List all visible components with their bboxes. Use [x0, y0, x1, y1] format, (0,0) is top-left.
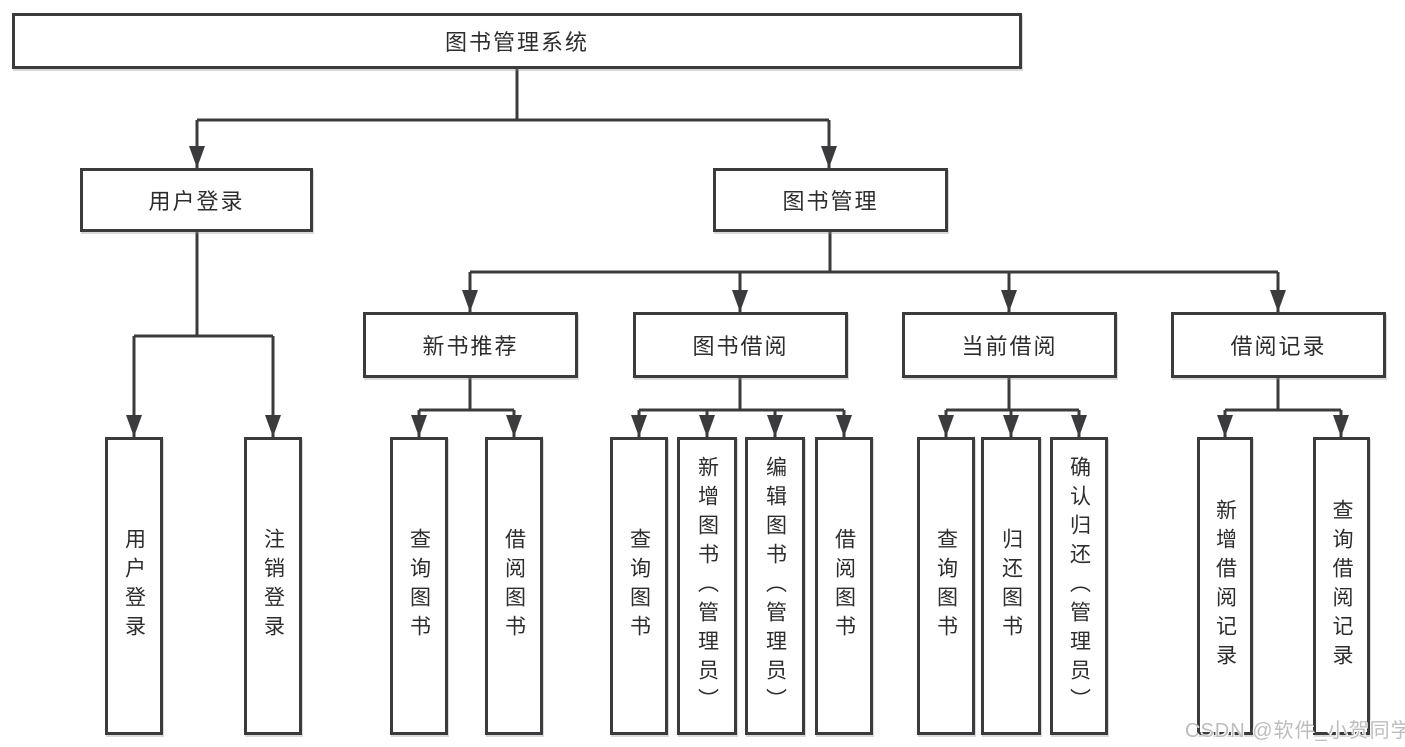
node-user-login-leaf: 用户登录 — [105, 437, 163, 735]
node-user-login-group: 用户登录 — [80, 168, 313, 232]
node-logout-leaf: 注销登录 — [244, 437, 302, 735]
node-new-book-recommend: 新书推荐 — [363, 312, 578, 378]
node-borrowing-edit-books-admin: 编辑图书（管理员） — [745, 437, 805, 735]
node-borrowing-records: 借阅记录 — [1171, 312, 1386, 378]
csdn-watermark: CSDN @软件_小贺同学 — [1185, 720, 1405, 742]
node-current-borrowing: 当前借阅 — [902, 312, 1117, 378]
node-book-management: 图书管理 — [713, 168, 948, 232]
node-records-query-borrow-record: 查询借阅记录 — [1313, 437, 1370, 735]
node-borrowing-borrow-books: 借阅图书 — [815, 437, 873, 735]
node-borrowing-query-books: 查询图书 — [610, 437, 668, 735]
node-current-return-books: 归还图书 — [981, 437, 1041, 735]
node-recommend-borrow-books: 借阅图书 — [485, 437, 543, 735]
node-recommend-query-books: 查询图书 — [390, 437, 448, 735]
node-library-management-system: 图书管理系统 — [12, 13, 1022, 69]
node-book-borrowing: 图书借阅 — [633, 312, 848, 378]
node-records-add-borrow-record: 新增借阅记录 — [1197, 437, 1253, 735]
node-current-confirm-return-admin: 确认归还（管理员） — [1050, 437, 1108, 735]
node-borrowing-add-books-admin: 新增图书（管理员） — [677, 437, 737, 735]
node-current-query-books: 查询图书 — [917, 437, 975, 735]
